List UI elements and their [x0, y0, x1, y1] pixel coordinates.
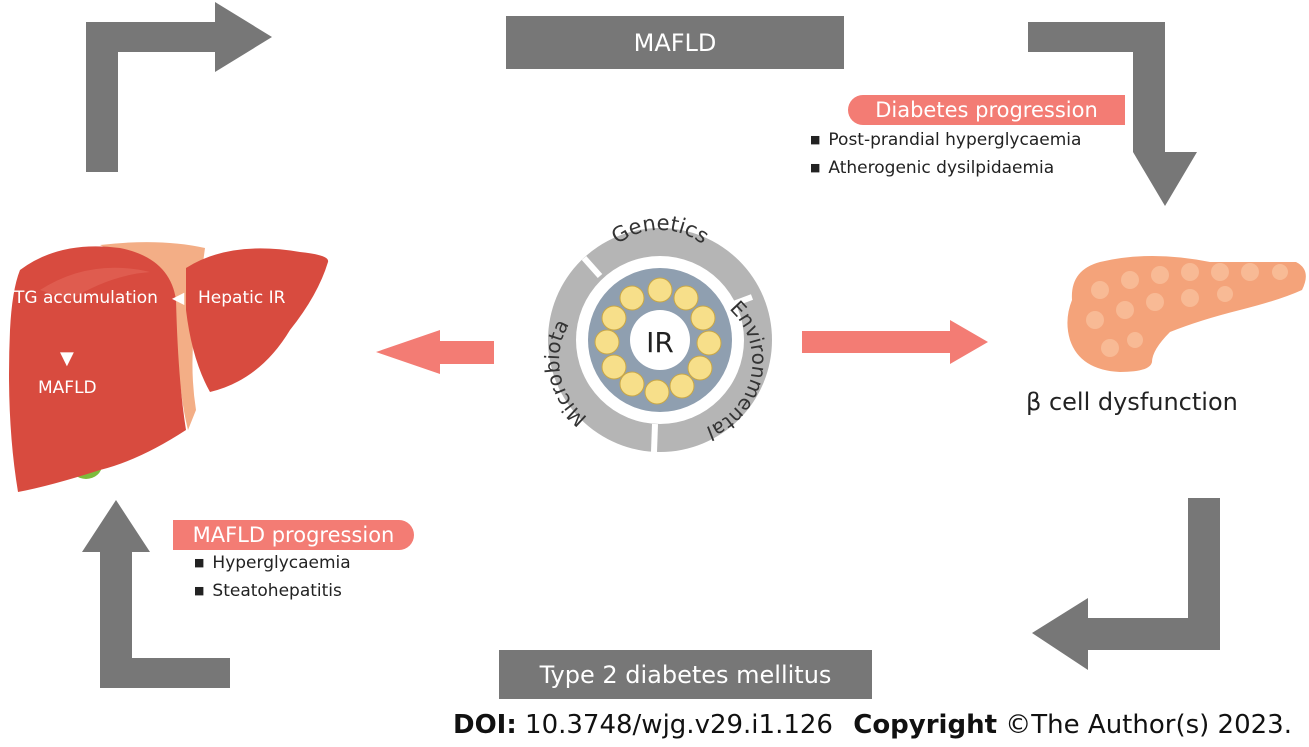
top-left-elbow-arrow: [86, 2, 272, 172]
beta-cell-dysfunction-label: β cell dysfunction: [1026, 388, 1238, 416]
footer-citation: DOI: 10.3748/wjg.v29.i1.126 Copyright ©T…: [453, 710, 1292, 740]
diabetes-progression-list: Post-prandial hyperglycaemia Atherogenic…: [810, 127, 1081, 183]
arrow-to-liver: [376, 330, 494, 374]
diabetes-progression-title: Diabetes progression: [875, 98, 1098, 122]
mafld-top-label: MAFLD: [633, 28, 717, 57]
mafld-progression-title: MAFLD progression: [192, 523, 395, 547]
down-arrow-icon: ▼: [60, 348, 74, 369]
top-right-elbow-arrow: [1028, 22, 1197, 206]
list-item: Post-prandial hyperglycaemia: [810, 127, 1081, 155]
bottom-left-elbow-arrow: [82, 500, 230, 688]
mafld-progression-list: Hyperglycaemia Steatohepatitis: [194, 550, 351, 606]
list-item: Steatohepatitis: [194, 578, 351, 606]
list-item: Hyperglycaemia: [194, 550, 350, 578]
ir-core-label: IR: [646, 326, 674, 359]
ir-ring: Genetics Environmental Microbiota IR: [540, 211, 772, 453]
pancreas-illustration: [1067, 256, 1306, 372]
copyright-label: Copyright: [853, 710, 998, 740]
bottom-right-elbow-arrow: [1032, 498, 1220, 670]
arrow-to-pancreas: [802, 320, 988, 364]
liver-mafld-label: MAFLD: [38, 378, 97, 398]
copyright-value: ©The Author(s) 2023.: [1005, 710, 1292, 740]
hepatic-arrow-icon: ◀: [172, 288, 185, 307]
t2dm-bottom-label: Type 2 diabetes mellitus: [539, 660, 832, 689]
doi-label: DOI:: [453, 710, 517, 740]
mafld-top-box: MAFLD: [506, 16, 844, 69]
diabetes-progression-pill: Diabetes progression: [848, 95, 1125, 125]
tg-accumulation-label: TG accumulation: [14, 288, 158, 308]
t2dm-bottom-box: Type 2 diabetes mellitus: [499, 650, 872, 699]
doi-value: 10.3748/wjg.v29.i1.126: [525, 710, 833, 740]
liver-illustration: [9, 242, 329, 492]
mafld-progression-pill: MAFLD progression: [173, 520, 414, 550]
list-item: Atherogenic dysilpidaemia: [810, 155, 1081, 183]
hepatic-ir-label: Hepatic IR: [198, 288, 286, 308]
